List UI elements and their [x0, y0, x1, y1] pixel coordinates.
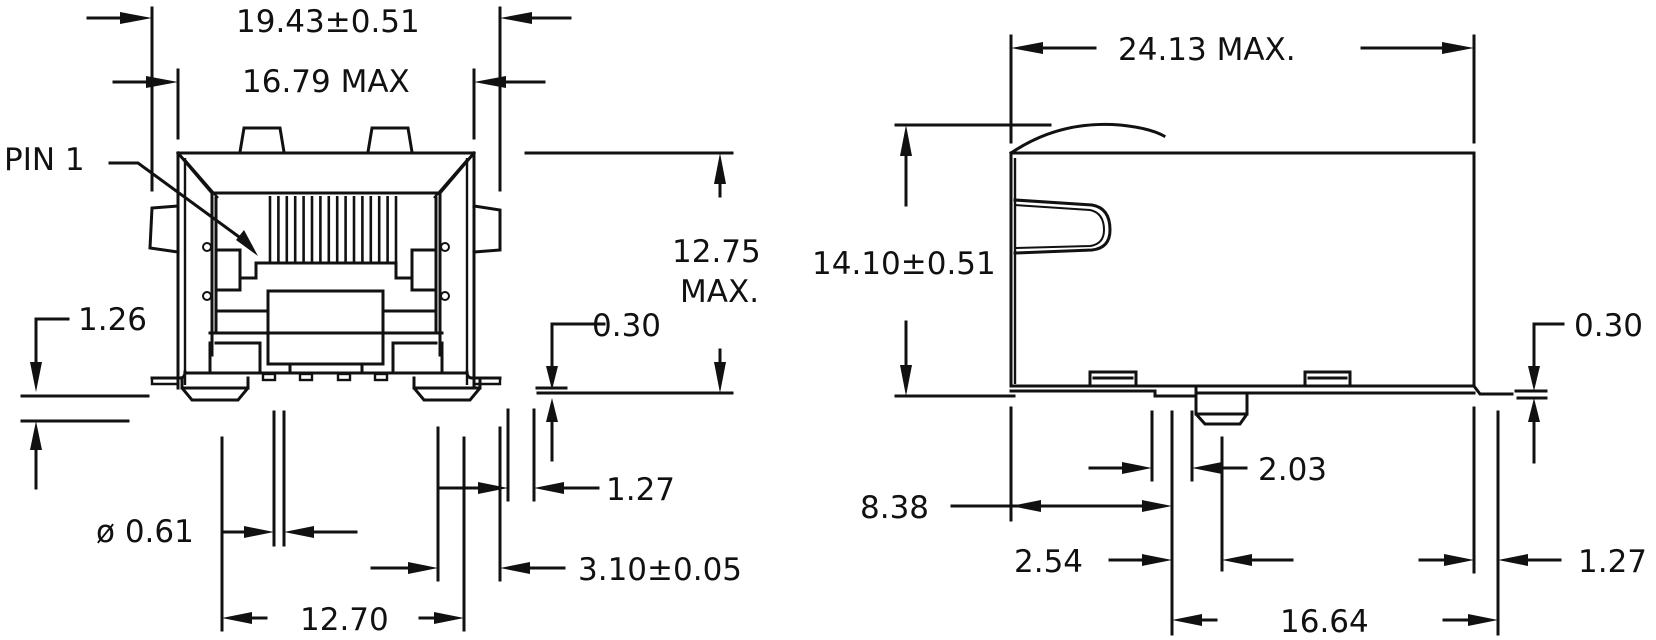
front-view: PIN 1 19.43±0.51 16.79 MAX 12.75 MAX. 0.… — [4, 4, 761, 638]
dim-side-lead-thickness: 0.30 — [1574, 308, 1643, 344]
side-mount-post — [1194, 391, 1249, 426]
pin1-label: PIN 1 — [4, 142, 85, 178]
pin1-leader — [108, 161, 249, 245]
dim-rear-offset: 1.27 — [1578, 544, 1647, 580]
bottom-tab-2 — [1303, 370, 1352, 388]
signal-pins — [261, 372, 389, 382]
led-block — [266, 289, 385, 366]
dim-post-pitch: 12.70 — [300, 602, 389, 638]
dim-body-width: 16.79 MAX — [242, 64, 410, 100]
side-body-outline — [1009, 151, 1476, 388]
side-spring — [1013, 198, 1112, 255]
port-cavity — [210, 191, 442, 357]
dim-side-post-width: 2.03 — [1258, 452, 1327, 488]
bottom-tab-1 — [1088, 370, 1138, 388]
port-bevel — [175, 150, 477, 195]
top-latch-curve — [1008, 122, 1167, 156]
mount-post-right — [412, 376, 482, 402]
shell-outline — [176, 151, 476, 390]
dim-pin-diameter: ø 0.61 — [96, 514, 194, 550]
dim-post-to-front: 8.38 — [860, 490, 929, 526]
dim-overall-width: 19.43±0.51 — [236, 4, 420, 40]
cavity-step-left — [214, 248, 258, 292]
side-tab-right — [472, 204, 502, 254]
dim-side-height: 14.10±0.51 — [812, 246, 996, 282]
dim-post-width: 3.10±0.05 — [578, 552, 742, 588]
top-latch-right — [366, 126, 414, 154]
contact-fins — [268, 196, 398, 262]
dim-lead-thickness: 0.30 — [592, 308, 661, 344]
dim-lead-span: 16.64 — [1280, 604, 1369, 640]
dim-lead-offset: 2.54 — [1014, 544, 1083, 580]
dim-standoff: 1.26 — [78, 302, 147, 338]
dim-height: 12.75 — [672, 234, 761, 270]
top-latch-left — [238, 126, 286, 154]
dim-post-offset: 1.27 — [606, 472, 675, 508]
dim-height-suffix: MAX. — [680, 274, 759, 310]
side-view: 24.13 MAX. 14.10±0.51 0.30 8.38 2.03 2.5… — [812, 32, 1647, 640]
dim-depth: 24.13 MAX. — [1118, 32, 1296, 68]
mount-post-left — [180, 376, 250, 402]
cavity-step-right — [394, 248, 438, 292]
side-tab-left — [148, 204, 180, 254]
